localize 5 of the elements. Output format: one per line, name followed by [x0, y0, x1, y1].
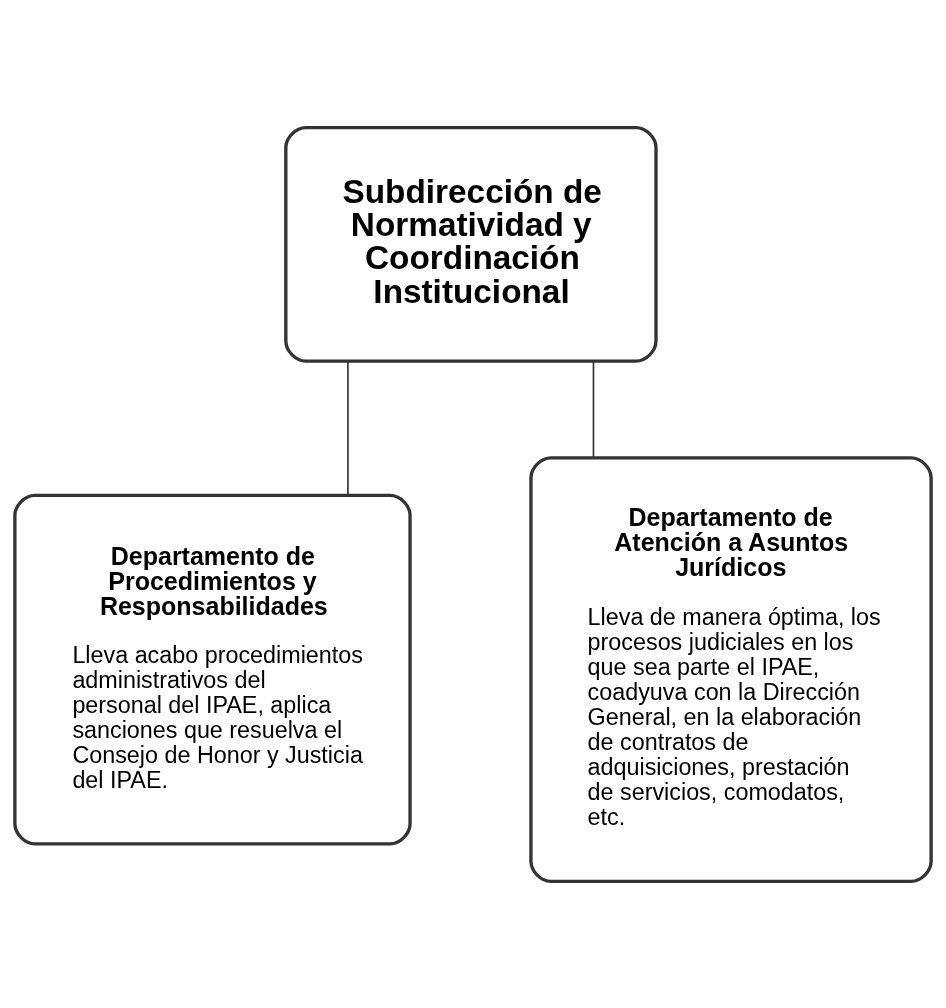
node-box: Departamento de Atención a Asuntos Jurídicos Lleva de manera óptima, los procesos judiciales en los que sea parte el IPAE, coadyuva con la Dirección General, en la elaboración de contratos de adquisiciones, prestación de servicios, comodatos, etc. [529, 455, 933, 883]
node-box: Subdirección de Normatividad y Coordinación Institucional [284, 125, 658, 363]
node-box: Departamento de Procedimientos y Responsabilidades Lleva acabo procedimientos administrativos del personal del IPAE, aplica sanciones que resuelva el Consejo de Honor y Justicia del IPAE. [13, 493, 412, 845]
connector [347, 359, 349, 496]
connector [592, 359, 595, 458]
